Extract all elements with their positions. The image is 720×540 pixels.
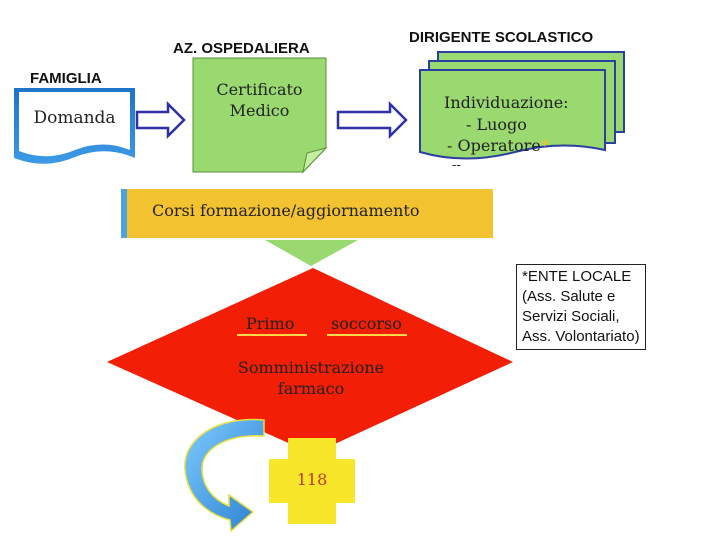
certificato-line2: Medico: [229, 101, 290, 120]
diamond-soccorso: soccorso: [331, 314, 402, 333]
diamond-somm-line2: farmaco: [277, 379, 345, 398]
corsi-bar-edge: [121, 189, 127, 238]
diamond-underline-2: [327, 334, 407, 336]
header-az-ospedaliera: AZ. OSPEDALIERA: [173, 40, 310, 57]
cross-118-shape: [269, 438, 355, 524]
certificato-note-fold: [302, 147, 328, 174]
cross-118-label: 118: [296, 470, 328, 489]
ente-note-line1: *ENTE LOCALE: [522, 268, 632, 285]
corsi-bar-shape: [121, 189, 493, 238]
curved-arrow-shape: [184, 418, 265, 533]
individuazione-item-operatore: - Operatore*: [447, 136, 549, 155]
header-famiglia: FAMIGLIA: [30, 70, 102, 87]
arrow-famiglia-certificato: [135, 100, 186, 140]
individuazione-dash: --: [452, 158, 461, 173]
individuazione-item-luogo: - Luogo: [466, 115, 527, 134]
ente-locale-note: *ENTE LOCALE (Ass. Salute e Servizi Soci…: [516, 264, 646, 350]
domanda-label: Domanda: [33, 108, 116, 128]
header-dirigente-scolastico: DIRIGENTE SCOLASTICO: [409, 29, 594, 46]
diamond-shape: [107, 268, 513, 454]
individuazione-operatore-text: - Operatore: [447, 136, 541, 155]
individuazione-asterisk: *: [540, 136, 549, 155]
individuazione-title: Individuazione:: [444, 93, 569, 112]
certificato-line1: Certificato: [216, 80, 303, 99]
diamond-somm-line1: Somministrazione: [237, 358, 385, 377]
ente-note-line4: Ass. Volontariato): [522, 328, 640, 345]
diamond-primo: Primo: [246, 314, 295, 333]
individuazione-doc-front: [419, 69, 606, 160]
famiglia-doc-inner: [19, 92, 130, 157]
diamond-underline-1: [237, 334, 307, 336]
arrow-certificato-individuazione: [336, 100, 408, 140]
corsi-label: Corsi formazione/aggiornamento: [152, 201, 420, 220]
ente-note-line2: (Ass. Salute e: [522, 288, 616, 305]
down-arrow-shape: [265, 240, 358, 266]
ente-note-line3: Servizi Sociali,: [522, 308, 620, 325]
